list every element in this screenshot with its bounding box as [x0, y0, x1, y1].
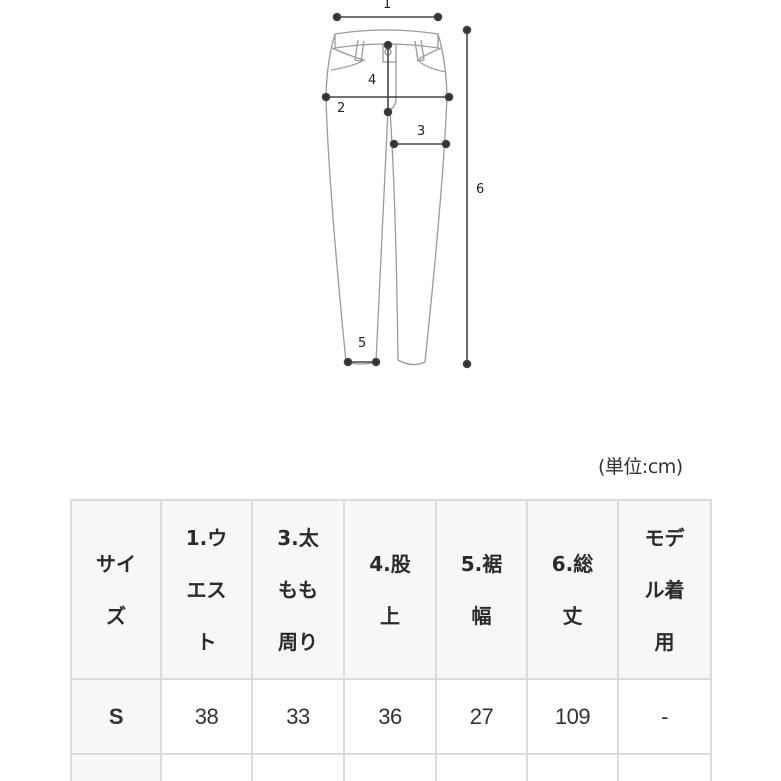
hem-cell: 28	[435, 753, 528, 781]
model-worn-cell: -	[617, 678, 712, 755]
header-waist: 1.ウ エス ト	[160, 499, 253, 680]
table-row: S 38 33 36 27 109 -	[70, 678, 712, 755]
header-length: 6.総 丈	[526, 499, 619, 680]
unit-note: (単位:cm)	[598, 456, 683, 478]
size-cell: S	[70, 678, 162, 755]
hem-label: 5	[358, 336, 367, 351]
size-cell: M	[70, 753, 162, 781]
thigh-cell: 33	[251, 678, 345, 755]
rise-label: 4	[368, 73, 377, 88]
header-rise: 4.股 上	[343, 499, 437, 680]
header-model-worn: モデ ル着 用	[617, 499, 712, 680]
thigh-label: 3	[417, 124, 426, 139]
model-worn-cell: ○	[617, 753, 712, 781]
length-label: 6	[476, 182, 485, 197]
header-hem: 5.裾 幅	[435, 499, 528, 680]
hip-label: 2	[337, 101, 346, 116]
waist-cell: 38	[160, 678, 253, 755]
hem-cell: 27	[435, 678, 528, 755]
pants-illustration-icon	[321, 12, 472, 369]
measurement-diagram: 1 2 3 4 5 6	[321, 0, 485, 369]
table-header-row: サイ ズ 1.ウ エス ト 3.太 もも 周り 4.股 上 5.裾 幅 6.総 …	[70, 499, 712, 680]
header-thigh: 3.太 もも 周り	[251, 499, 345, 680]
length-cell: 109	[526, 678, 619, 755]
waist-cell: 40	[160, 753, 253, 781]
table-row: M 40 35 37 28 111 ○	[70, 753, 712, 781]
rise-cell: 36	[343, 678, 437, 755]
size-chart-table: サイ ズ 1.ウ エス ト 3.太 もも 周り 4.股 上 5.裾 幅 6.総 …	[70, 499, 712, 781]
thigh-cell: 35	[251, 753, 345, 781]
rise-cell: 37	[343, 753, 437, 781]
length-cell: 111	[526, 753, 619, 781]
header-size: サイ ズ	[70, 499, 162, 680]
waist-label: 1	[383, 0, 392, 12]
